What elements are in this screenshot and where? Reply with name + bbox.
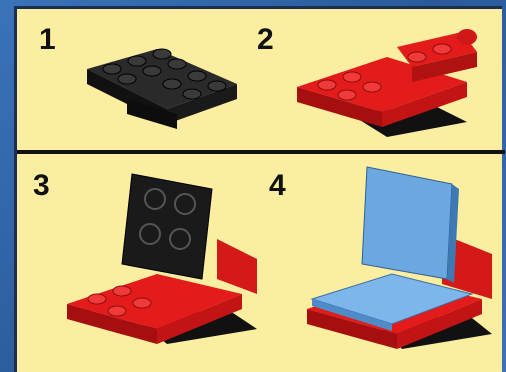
step-divider — [17, 150, 505, 154]
step-1-illustration — [67, 29, 247, 139]
instruction-page: 1 2 3 4 — [14, 6, 502, 372]
step-number-2: 2 — [257, 23, 274, 57]
step-3-illustration — [57, 159, 277, 369]
black-backrest-plate — [122, 174, 212, 279]
blue-tile-backrest — [362, 167, 459, 283]
step-number-1: 1 — [39, 23, 56, 57]
step-number-3: 3 — [33, 169, 50, 203]
step-2-illustration — [287, 17, 497, 147]
step-4-illustration — [297, 159, 502, 369]
